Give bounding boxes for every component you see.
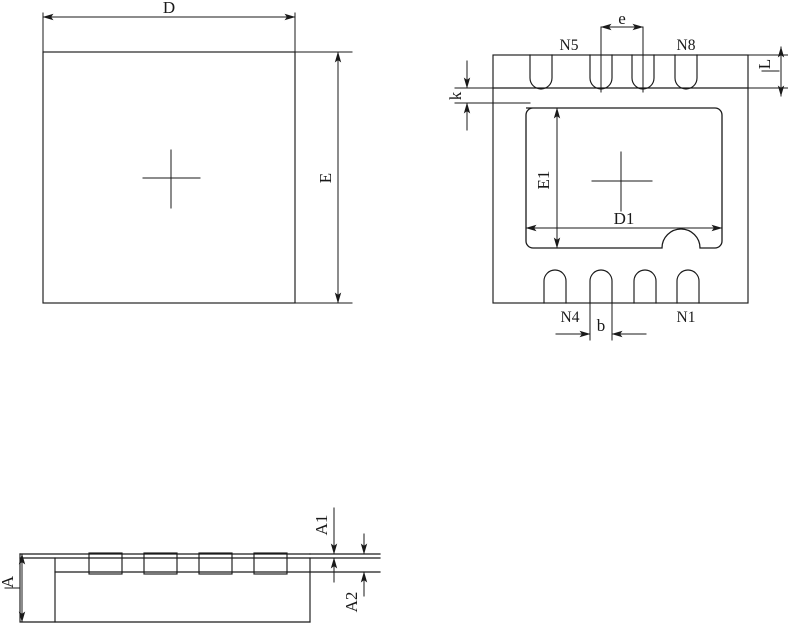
dimension-A1: A1 — [312, 507, 338, 583]
dimension-D: D — [42, 0, 296, 53]
side-view: A A1 A2 — [0, 507, 381, 623]
dimension-b: b — [555, 302, 647, 341]
top-view: D E — [42, 0, 353, 304]
side-view-lead-1 — [88, 552, 123, 575]
dimension-e: e — [600, 9, 644, 93]
pin-top-4 — [674, 54, 698, 90]
pin-bottom-4 — [676, 269, 700, 304]
dimension-D1: D1 — [525, 209, 723, 232]
bottom-view-bottom-pins — [543, 269, 700, 304]
side-view-lead-3 — [198, 552, 233, 575]
dimension-e-label: e — [618, 9, 626, 28]
top-view-body-outline — [42, 51, 296, 304]
pin-label-N1: N1 — [677, 309, 696, 326]
bottom-view-body-outline — [492, 54, 749, 304]
dimension-L-label: L — [755, 59, 774, 69]
pin-bottom-2 — [589, 269, 613, 304]
dimension-E1: E1 — [534, 107, 561, 249]
pin-bottom-3 — [633, 269, 657, 304]
pin-label-N5: N5 — [560, 37, 579, 54]
dimension-L: L — [747, 46, 788, 97]
bottom-view: N5 N8 e L k — [446, 9, 788, 341]
dimension-k-label: k — [446, 91, 465, 100]
dimension-E: E — [294, 51, 353, 304]
bottom-view-center-cross — [591, 151, 653, 212]
dimension-A: A — [0, 553, 26, 623]
dimension-D1-label: D1 — [614, 209, 635, 228]
pin-label-N8: N8 — [677, 37, 696, 54]
dimension-A2-label: A2 — [342, 592, 361, 613]
side-view-left-edge — [19, 553, 311, 623]
side-view-leads — [88, 552, 288, 575]
bottom-view-top-pins — [529, 54, 698, 90]
dimension-A-label: A — [0, 575, 17, 588]
dimension-b-label: b — [597, 316, 606, 335]
pin-bottom-1 — [543, 269, 567, 304]
dimension-E1-label: E1 — [534, 171, 553, 190]
pin-top-1 — [529, 54, 553, 90]
side-view-lead-2 — [143, 552, 178, 575]
dimension-E-label: E — [316, 173, 335, 183]
dimension-A1-label: A1 — [312, 515, 331, 536]
dimension-D-label: D — [163, 0, 175, 17]
dimension-k: k — [446, 60, 531, 131]
pin-label-N4: N4 — [561, 309, 580, 326]
side-view-lead-4 — [253, 552, 288, 575]
top-view-center-cross — [142, 149, 201, 209]
dimension-A2: A2 — [342, 533, 368, 613]
